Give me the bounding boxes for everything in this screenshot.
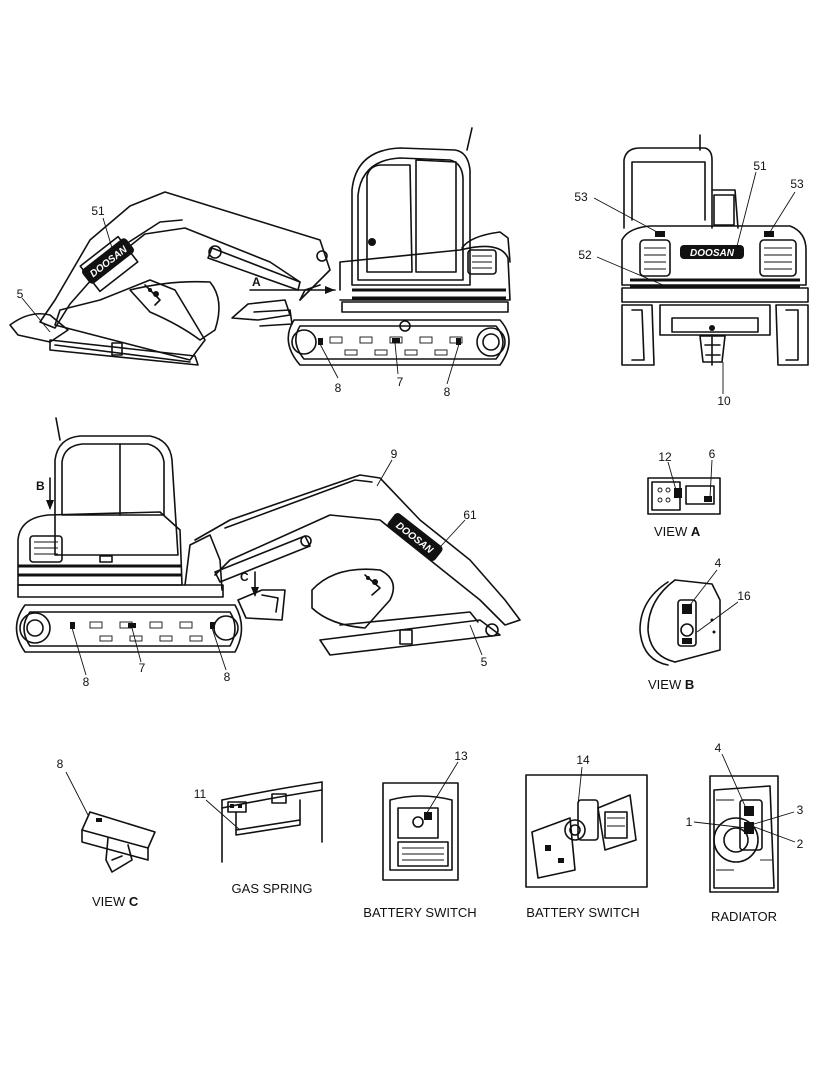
radiator-caption: RADIATOR — [711, 909, 777, 924]
view-arrow-c-label: C — [240, 570, 249, 584]
view-arrow-b-label: B — [36, 479, 45, 493]
callout-10: 10 — [717, 394, 731, 408]
callout-4-radiator: 4 — [715, 741, 722, 755]
view-a-detail: 12 6 VIEW A — [647, 447, 721, 539]
callout-16: 16 — [737, 589, 751, 603]
callout-7-right: 7 — [397, 375, 404, 389]
callout-3: 3 — [797, 803, 804, 817]
view-b-caption: VIEW B — [648, 677, 694, 692]
view-c-caption: VIEW C — [92, 894, 139, 909]
callout-5-left: 5 — [481, 655, 488, 669]
callout-2: 2 — [797, 837, 804, 851]
callout-13: 13 — [454, 749, 468, 763]
gas-spring-caption: GAS SPRING — [232, 881, 313, 896]
callout-8a-right: 8 — [335, 381, 342, 395]
view-c-detail: 8 VIEW C — [57, 757, 156, 909]
callout-8-view-c: 8 — [57, 757, 64, 771]
view-a-caption: VIEW A — [654, 524, 701, 539]
callout-7-left: 7 — [139, 661, 146, 675]
callout-14: 14 — [576, 753, 590, 767]
view-arrow-a-label: A — [252, 275, 261, 289]
callout-52: 52 — [578, 248, 592, 262]
callout-11: 11 — [194, 787, 207, 801]
gas-spring-detail: 11 GAS SPRING — [194, 781, 323, 896]
callout-53-right: 53 — [790, 177, 804, 191]
callout-1: 1 — [686, 815, 693, 829]
callout-53-left: 53 — [574, 190, 588, 204]
excavator-left-side-view: DOOSAN B C 9 61 8 7 8 5 — [15, 417, 521, 689]
callout-12: 12 — [658, 450, 672, 464]
callout-51-right: 51 — [91, 204, 105, 218]
radiator-detail: 4 3 1 2 RADIATOR — [686, 741, 804, 924]
excavator-rear-view: DOOSAN 53 51 53 52 10 — [574, 134, 809, 408]
battery-switch-1-detail: 13 BATTERY SWITCH — [363, 749, 476, 920]
battery-switch-2-detail: 14 BATTERY SWITCH — [525, 753, 648, 920]
callout-8b-left: 8 — [224, 670, 231, 684]
view-b-detail: 4 16 VIEW B — [639, 556, 751, 692]
battery-switch-1-caption: BATTERY SWITCH — [363, 905, 476, 920]
excavator-right-side-view: DOOSAN A 51 5 8 7 8 — [9, 127, 511, 399]
battery-switch-2-caption: BATTERY SWITCH — [526, 905, 639, 920]
callout-4-view-b: 4 — [715, 556, 722, 570]
callout-9: 9 — [391, 447, 398, 461]
callout-8b-right: 8 — [444, 385, 451, 399]
callout-51-rear: 51 — [753, 159, 767, 173]
callout-6: 6 — [709, 447, 716, 461]
callout-8a-left: 8 — [83, 675, 90, 689]
callout-61: 61 — [463, 508, 477, 522]
rear-logo: DOOSAN — [690, 248, 735, 259]
callout-5-right: 5 — [17, 287, 24, 301]
